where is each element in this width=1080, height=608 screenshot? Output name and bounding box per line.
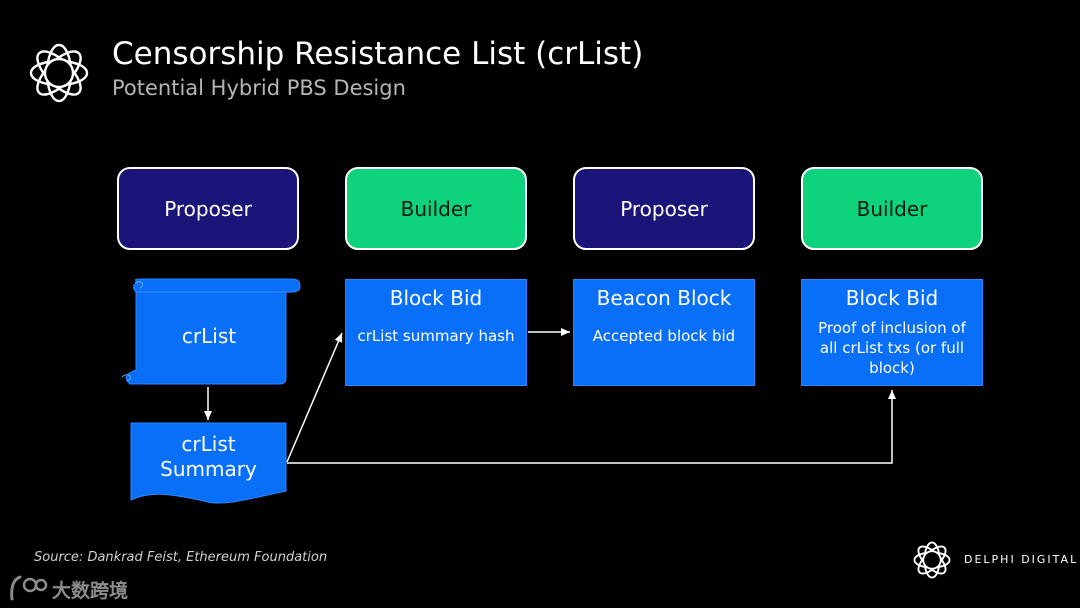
card-title: Block Bid — [389, 286, 483, 310]
builder-label: Builder — [856, 196, 928, 221]
crlist-summary-label: crList Summary — [131, 432, 286, 482]
delphi-brand-icon — [913, 541, 951, 579]
watermark-text: 大数跨境 — [52, 580, 129, 602]
builder-label: Builder — [400, 196, 472, 221]
page-title: Censorship Resistance List (crList) — [112, 36, 644, 72]
beacon-block-card: Beacon Block Accepted block bid — [573, 279, 755, 386]
crlist-label: crList — [181, 324, 237, 348]
card-title: Block Bid — [845, 286, 939, 310]
source-note: Source: Dankrad Feist, Ethereum Foundati… — [34, 550, 328, 565]
page-subtitle: Potential Hybrid PBS Design — [112, 76, 406, 100]
brand-name: DELPHI DIGITAL — [964, 553, 1079, 566]
builder-box: Builder — [345, 167, 527, 250]
delphi-logo-icon — [29, 43, 89, 103]
card-description: Accepted block bid — [592, 327, 736, 345]
proposer-box-2: Proposer — [573, 167, 755, 250]
proposer-label: Proposer — [164, 196, 252, 221]
proposer-label: Proposer — [620, 196, 708, 221]
arrow-summary-to-block-bid — [286, 332, 343, 463]
proposer-box: Proposer — [117, 167, 299, 250]
card-description: Proof of inclusion of all crList txs (or… — [818, 319, 966, 377]
crlist-scroll-shape — [121, 278, 301, 385]
card-description: crList summary hash — [357, 327, 515, 345]
crlist-summary-document-shape — [130, 422, 287, 504]
builder-box-2: Builder — [801, 167, 983, 250]
card-title: Beacon Block — [596, 286, 732, 310]
summary-line-1: crList — [181, 432, 236, 456]
arrow-summary-to-final-bid — [287, 390, 896, 464]
summary-line-2: Summary — [160, 457, 257, 481]
block-bid-card-2: Block Bid Proof of inclusion of all crLi… — [801, 279, 983, 386]
watermark-icon — [10, 575, 48, 601]
block-bid-card: Block Bid crList summary hash — [345, 279, 527, 386]
